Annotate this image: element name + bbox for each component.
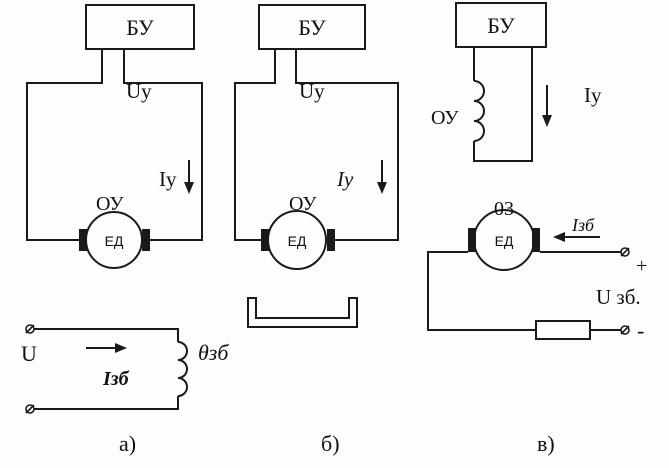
panel-b-voltage-label: Uу xyxy=(299,79,325,103)
panel-b-winding-label: ОУ xyxy=(289,193,317,215)
panel-a-supply-label: U xyxy=(21,341,37,366)
panel-c-supply-label: U зб. xyxy=(596,285,641,309)
panel-c-control-winding xyxy=(473,80,485,142)
panel-a-current-arrow xyxy=(184,160,194,194)
panel-b-control-unit-box xyxy=(258,4,366,50)
panel-c-control-unit-box xyxy=(455,2,547,48)
panel-c-current-label: Iу xyxy=(584,83,602,107)
panel-b-wire-right xyxy=(295,49,399,241)
panel-c-motor-label: ЕД xyxy=(495,233,514,249)
panel-b-current-label: Iу xyxy=(336,167,354,191)
panel-c-winding-label: ОУ xyxy=(431,107,459,129)
panel-c-control-unit-label: БУ xyxy=(487,13,515,38)
panel-c-caption: в) xyxy=(537,431,555,456)
panel-b: БУ Uу Iу ОУ ЕД б) xyxy=(234,4,399,456)
panel-c-minus-sign: - xyxy=(637,318,644,343)
panel-c-resistor xyxy=(535,320,591,340)
panel-a-excitation-coil xyxy=(177,341,188,397)
panel-a-wire-right xyxy=(123,49,203,241)
panel-a-current-label: Iу xyxy=(159,167,177,191)
panel-b-current-arrow xyxy=(377,160,387,194)
panel-c-terminal-minus xyxy=(620,325,630,335)
panel-a-supply-arrow xyxy=(86,343,127,353)
panel-b-wire-left xyxy=(234,49,276,241)
panel-a-excitation-current: Iзб xyxy=(102,368,130,390)
panel-b-caption: б) xyxy=(321,431,340,456)
panel-a-wire-left xyxy=(26,49,103,241)
panel-a-excitation-circuit xyxy=(25,324,188,414)
panel-b-control-unit-label: БУ xyxy=(298,15,326,40)
panel-c-excitation-arrow xyxy=(553,232,600,242)
panel-c-current-arrow xyxy=(542,85,552,127)
panel-a-excitation-flux: θзб xyxy=(198,340,229,365)
panel-a-voltage-label: Uу xyxy=(126,79,152,103)
panel-c-terminal-plus xyxy=(620,247,630,257)
panel-c-motor xyxy=(468,209,540,271)
panel-a-winding-label: ОУ xyxy=(96,193,124,215)
panel-a: БУ Uу Iу ОУ ЕД U xyxy=(21,4,229,456)
panel-c-excitation-current: Iзб xyxy=(571,215,595,235)
panel-b-magnet-yoke xyxy=(247,297,358,328)
panel-a-motor-label: ЕД xyxy=(105,233,124,249)
panel-a-motor xyxy=(79,211,150,269)
panel-c: БУ ОУ Iу 03 ЕД xyxy=(427,2,647,456)
panel-c-plus-sign: + xyxy=(636,255,647,277)
panel-a-caption: а) xyxy=(119,431,136,456)
panel-b-motor-label: ЕД xyxy=(288,233,307,249)
panel-a-control-unit-label: БУ xyxy=(126,15,154,40)
panel-a-control-unit-box xyxy=(85,4,195,50)
panel-b-motor xyxy=(261,210,335,270)
